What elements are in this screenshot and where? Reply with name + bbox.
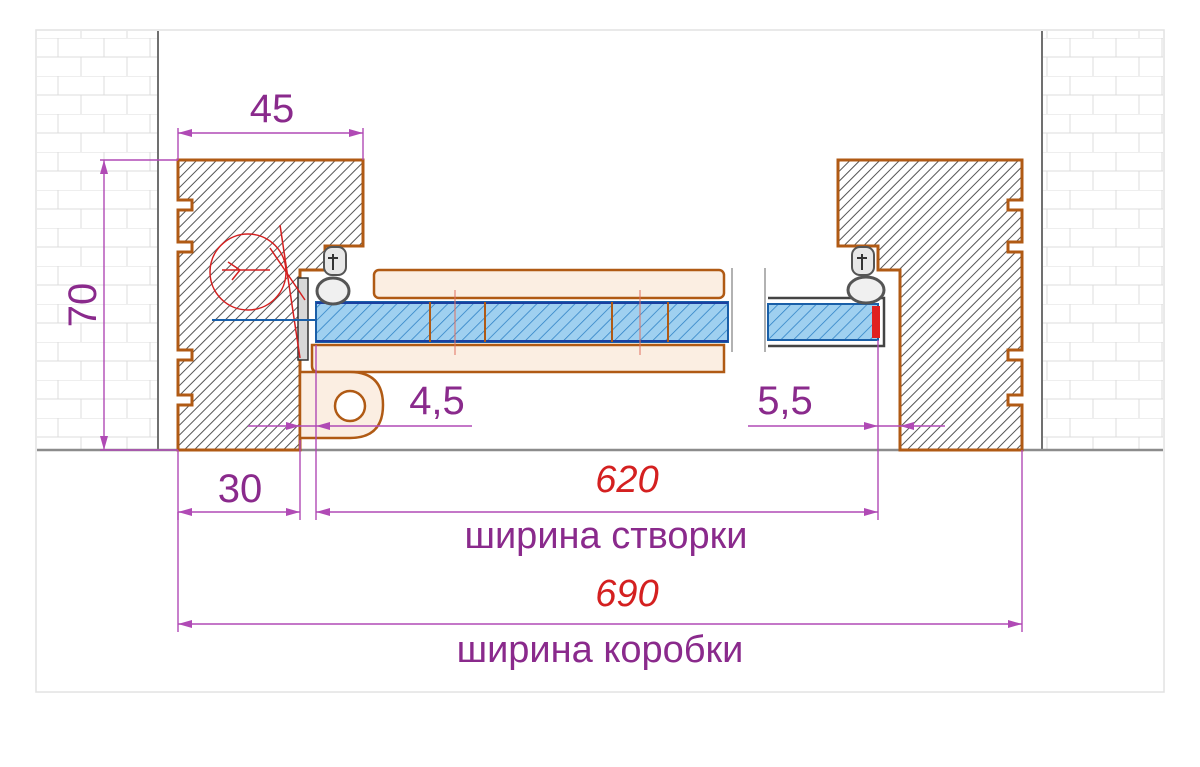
label-620: 620 <box>595 459 658 501</box>
label-frame-width: ширина коробки <box>457 629 744 671</box>
dim-70 <box>100 159 178 451</box>
label-5-5: 5,5 <box>757 379 813 423</box>
dim-690 <box>177 450 1023 632</box>
label-690: 690 <box>595 573 658 615</box>
label-leaf-width: ширина створки <box>464 515 747 557</box>
leaf-glass-right <box>767 303 879 341</box>
label-70: 70 <box>61 283 105 328</box>
left-wall <box>37 31 158 450</box>
label-4-5: 4,5 <box>409 379 465 423</box>
label-45: 45 <box>250 87 295 131</box>
label-30: 30 <box>218 467 263 511</box>
dim-30 <box>177 440 301 520</box>
left-seal <box>315 246 351 306</box>
dim-45 <box>177 128 364 160</box>
dim-5-5 <box>748 422 945 430</box>
right-frame-jamb <box>836 158 1024 452</box>
right-seal <box>846 246 886 305</box>
leaf-top-rail <box>372 268 726 300</box>
hinge <box>298 370 385 440</box>
right-wall <box>1042 31 1163 450</box>
detail-marker <box>209 224 306 359</box>
dim-620 <box>315 340 879 520</box>
leaf-glass <box>315 301 729 343</box>
leaf-bottom-rail <box>310 343 726 374</box>
dim-4-5 <box>248 422 472 430</box>
